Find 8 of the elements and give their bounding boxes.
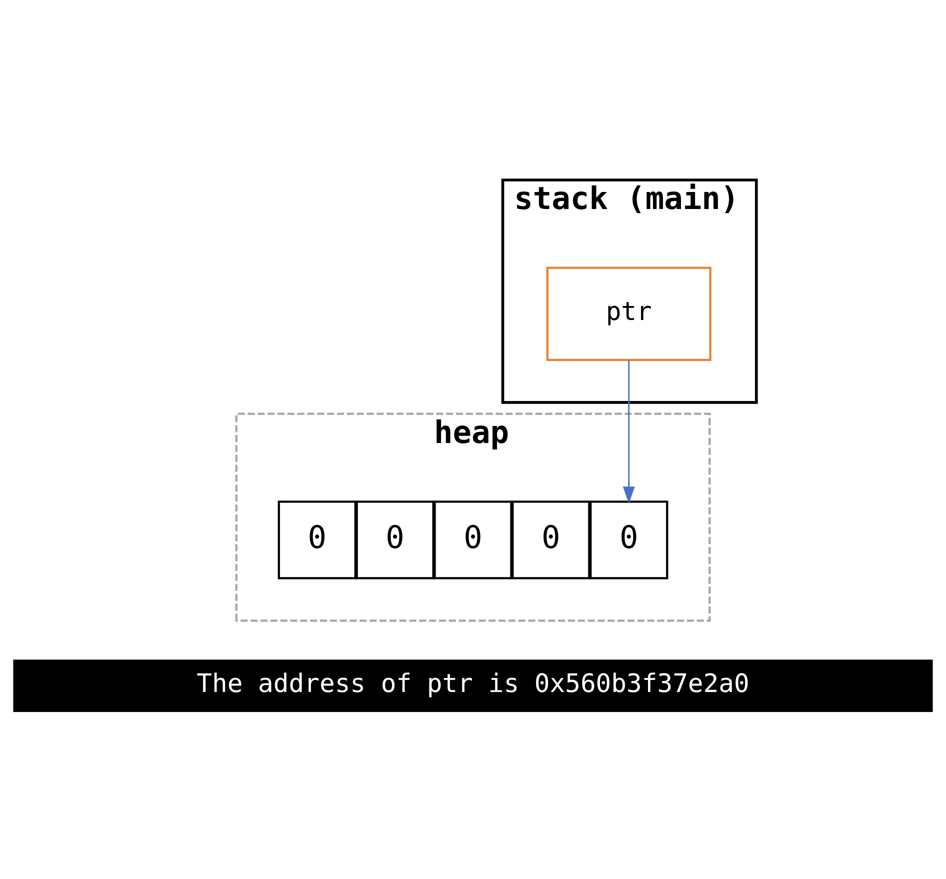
node-box: 0 bbox=[356, 500, 434, 579]
arrow bbox=[622, 360, 635, 504]
node-box: 0 bbox=[434, 500, 512, 579]
node-box: 0 bbox=[278, 500, 356, 579]
node-box: ptr bbox=[546, 266, 712, 360]
node-box: 0 bbox=[512, 500, 590, 579]
node-box: 0 bbox=[590, 500, 668, 579]
node-box: The address of ptr is 0x560b3f37e2a0 bbox=[13, 659, 933, 712]
